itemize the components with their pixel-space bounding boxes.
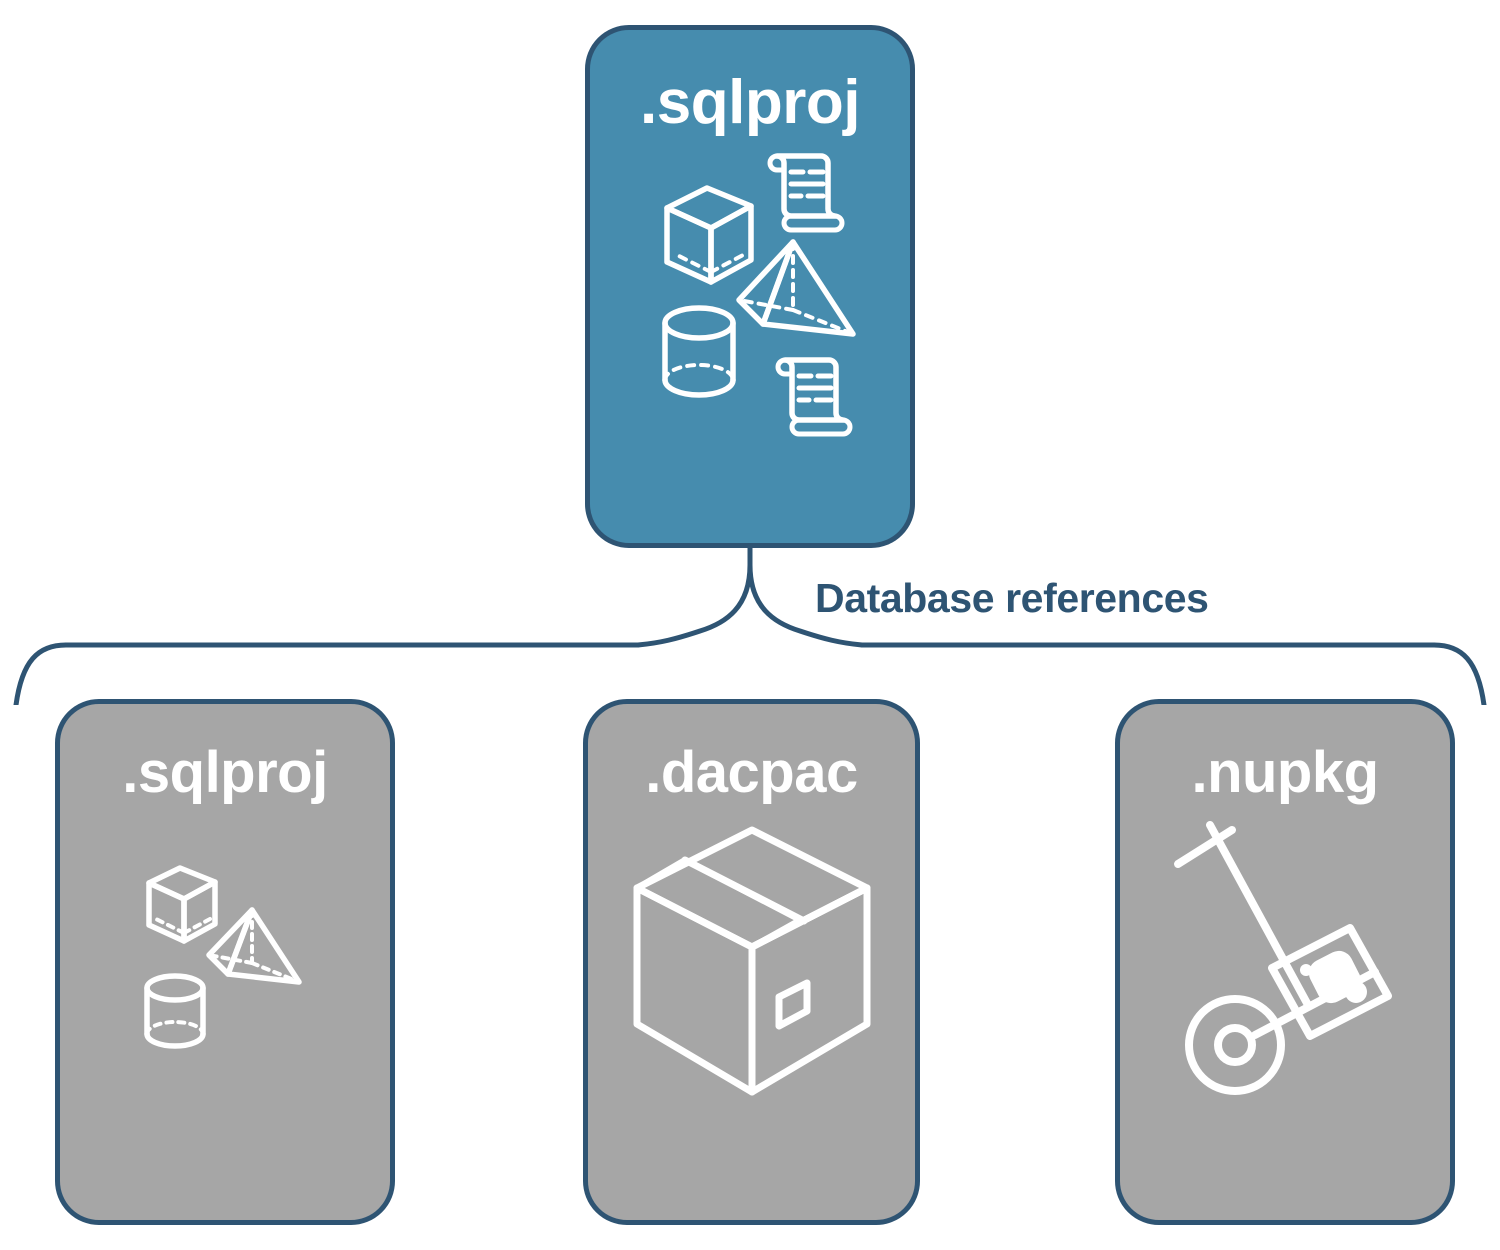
cube-wireframe-icon bbox=[146, 865, 218, 944]
node-ref-nupkg-label: .nupkg bbox=[1191, 740, 1379, 805]
ref-sqlproj-artwork bbox=[144, 865, 302, 1049]
brace-end-right bbox=[1431, 642, 1487, 705]
pyramid-wireframe-icon bbox=[206, 907, 302, 985]
pyramid-wireframe-icon bbox=[736, 239, 856, 337]
cylinder-wireframe-icon bbox=[662, 305, 736, 398]
cylinder-wireframe-icon bbox=[144, 973, 206, 1049]
node-ref-dacpac[interactable]: .dacpac bbox=[583, 699, 920, 1225]
ref-nupkg-artwork bbox=[1174, 821, 1392, 1095]
ref-dacpac-artwork bbox=[633, 826, 870, 1096]
node-ref-sqlproj[interactable]: .sqlproj bbox=[55, 699, 395, 1225]
hand-truck-package-icon bbox=[1174, 821, 1392, 1095]
cube-wireframe-icon bbox=[664, 185, 754, 285]
node-ref-sqlproj-label: .sqlproj bbox=[122, 740, 328, 805]
brace-label: Database references bbox=[815, 575, 1209, 621]
scroll-icon bbox=[775, 357, 853, 437]
scroll-icon bbox=[767, 153, 845, 233]
root-sqlproj-artwork bbox=[662, 153, 856, 437]
brace-end-left bbox=[13, 642, 69, 705]
brace-peak-left bbox=[635, 562, 753, 648]
node-ref-nupkg[interactable]: .nupkg bbox=[1115, 699, 1455, 1225]
node-ref-dacpac-label: .dacpac bbox=[645, 740, 858, 805]
package-box-icon bbox=[633, 826, 870, 1096]
node-root-sqlproj-label: .sqlproj bbox=[640, 68, 860, 137]
database-references-brace bbox=[13, 545, 1487, 705]
node-root-sqlproj[interactable]: .sqlproj bbox=[585, 25, 915, 548]
